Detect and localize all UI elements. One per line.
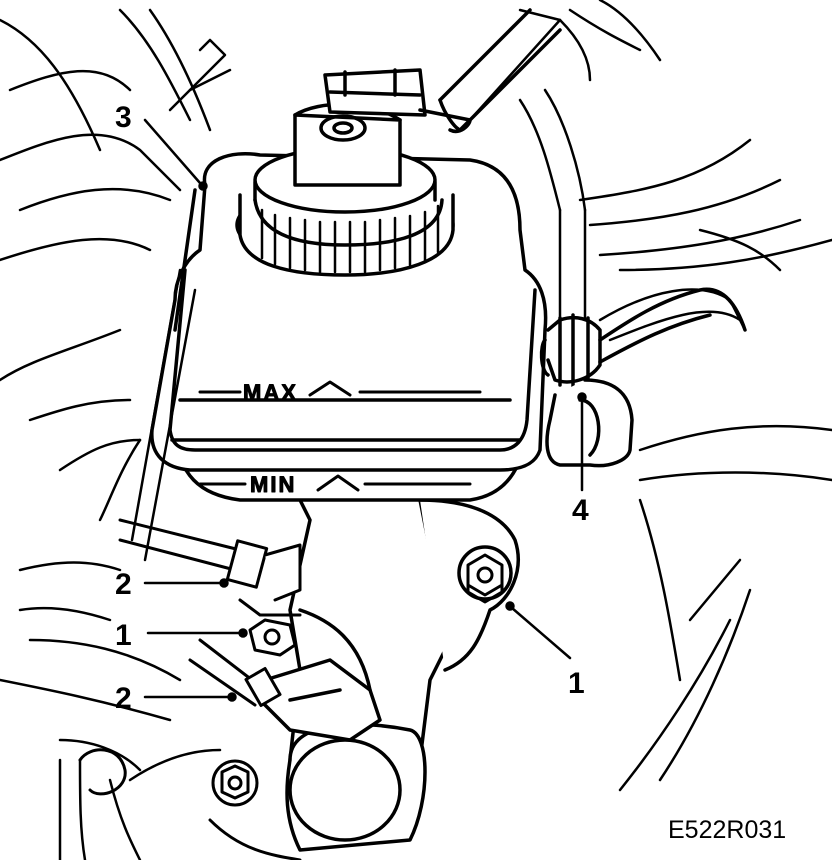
callout-reservoir: 3 <box>115 101 132 134</box>
sensor-wiring <box>438 8 562 132</box>
lower-bolt-left <box>211 759 259 807</box>
callout-nut-left: 1 <box>115 619 132 652</box>
min-label: MIN <box>250 472 296 497</box>
leader-lines <box>130 118 587 702</box>
nut-left <box>238 598 302 657</box>
level-sensor-connector <box>293 68 472 187</box>
brake-pipe-lower <box>188 638 282 707</box>
supply-hose <box>539 287 747 468</box>
callouts: 3 2 1 2 1 4 <box>115 101 589 715</box>
lower-plate <box>78 748 302 860</box>
callout-union-lower: 2 <box>115 682 132 715</box>
max-label: MAX <box>243 380 298 405</box>
min-marking: MIN <box>198 472 472 498</box>
brake-pipe-upper <box>118 518 302 602</box>
max-marking: MAX <box>198 380 482 406</box>
callout-union-upper: 2 <box>115 568 132 601</box>
nut-right <box>466 553 504 604</box>
figure-code: E522R031 <box>668 816 786 844</box>
callout-nut-right: 1 <box>568 667 585 700</box>
callout-hose: 4 <box>572 494 589 527</box>
